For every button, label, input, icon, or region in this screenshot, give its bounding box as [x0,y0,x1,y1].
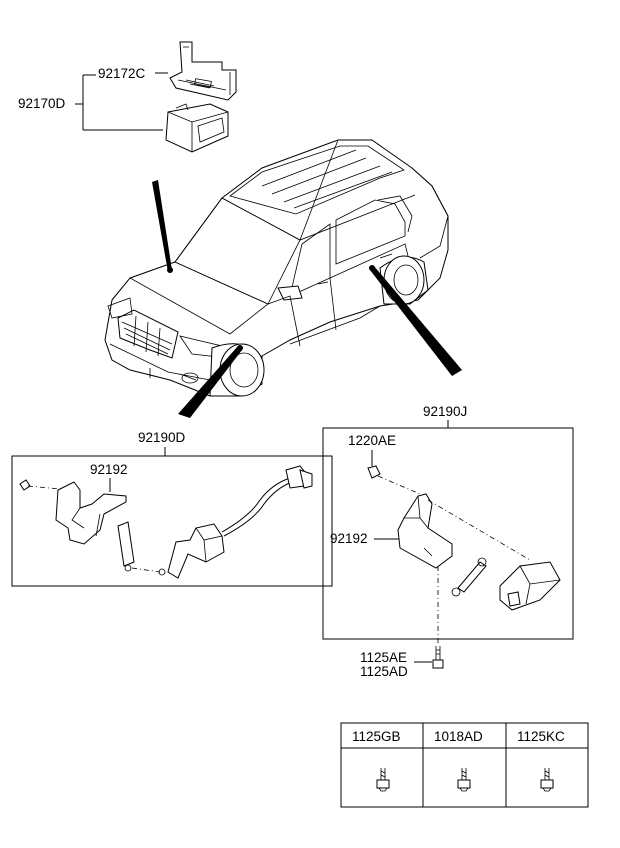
pointer-module [152,180,172,272]
module-bracket-group [75,41,237,153]
label-92192-left: 92192 [90,462,128,477]
rear-sensor-assembly[interactable] [367,465,561,646]
label-92170D: 92170D [18,96,66,111]
label-1220AE: 1220AE [348,433,396,448]
table-header-1018AD: 1018AD [434,729,483,744]
label-92172C: 92172C [98,66,146,81]
table-header-1125GB: 1125GB [352,729,401,744]
front-sensor-assembly-box [11,455,333,587]
label-1125AE: 1125AE [360,650,407,665]
label-92190D: 92190D [138,430,186,445]
label-1125AD: 1125AD [360,664,408,679]
control-module-part[interactable] [165,103,229,153]
screw-1018AD-icon [457,768,471,792]
pointer-rear-sensor [370,266,462,376]
front-sensor-assembly[interactable] [19,465,313,579]
vehicle-illustration [104,139,462,418]
rear-sensor-assembly-box [322,427,574,640]
label-92192-right: 92192 [330,531,368,546]
bolt-1125AE[interactable] [432,646,444,669]
label-92190J: 92190J [423,404,467,419]
screw-1125KC-icon [540,768,554,792]
pointer-front-sensor [178,346,242,418]
fastener-table: 1125GB 1018AD 1125KC [340,722,589,808]
screw-1125GB-icon [376,768,390,792]
bracket-part[interactable] [169,41,237,101]
table-header-1125KC: 1125KC [517,729,565,744]
